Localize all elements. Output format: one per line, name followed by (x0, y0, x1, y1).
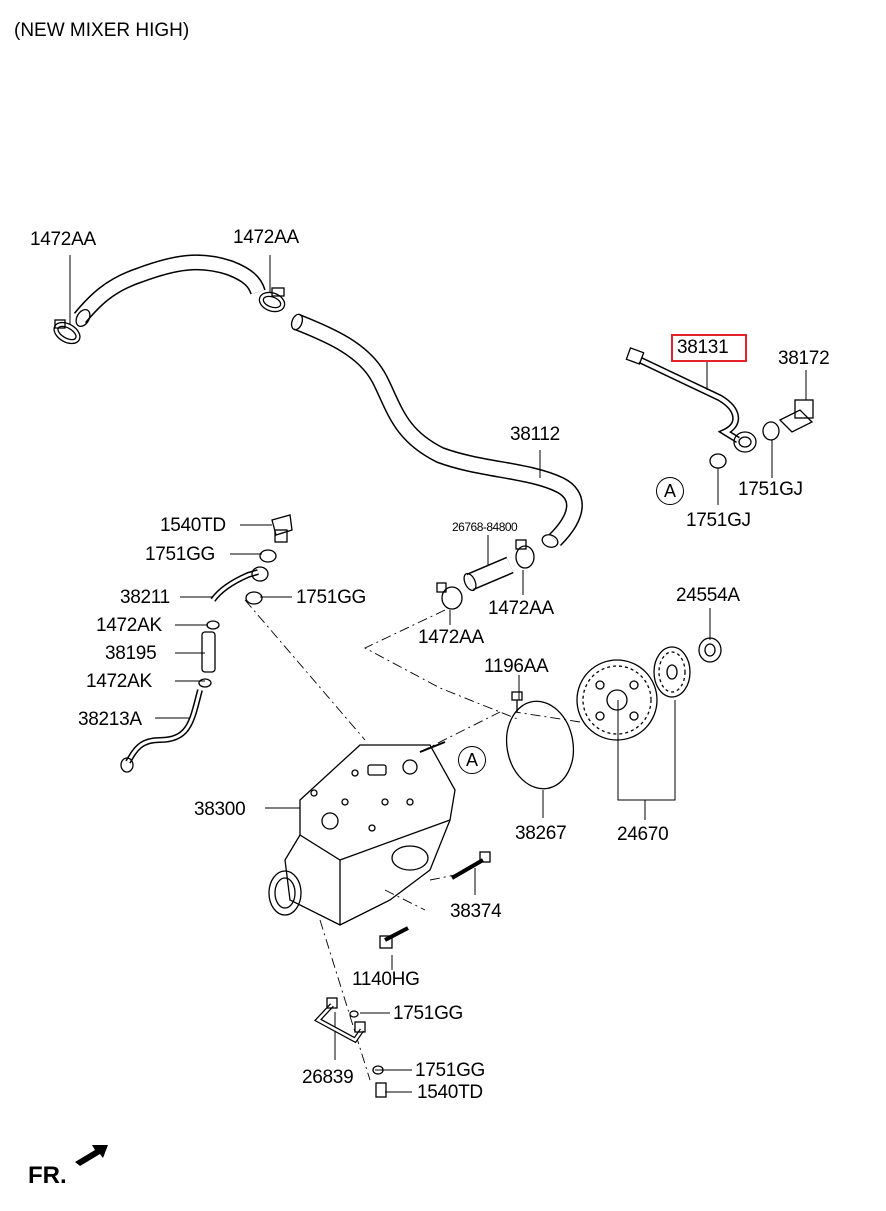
pipe-26839[interactable] (318, 997, 366, 1040)
highlight-box-38131 (671, 334, 747, 362)
bolt-38374[interactable] (452, 851, 491, 878)
gear-24670-small[interactable] (653, 646, 691, 698)
fitting-1540TD-top[interactable] (272, 515, 292, 543)
label-1472AK-a[interactable]: 1472AK (96, 615, 162, 636)
hose-clamp-1472AA-right (258, 287, 286, 313)
pipe-38213A[interactable] (120, 690, 200, 773)
label-38300[interactable]: 38300 (194, 799, 246, 820)
label-1472AK-b[interactable]: 1472AK (86, 671, 152, 692)
label-1540TD-b[interactable]: 1540TD (417, 1082, 483, 1103)
assembly-dashes (245, 600, 580, 1080)
label-1140HG[interactable]: 1140HG (352, 969, 420, 990)
label-1472AA-d[interactable]: 1472AA (418, 627, 484, 648)
label-1196AA[interactable]: 1196AA (484, 656, 549, 677)
label-1751GJ-a[interactable]: 1751GJ (738, 479, 803, 500)
label-1540TD-a[interactable]: 1540TD (160, 515, 226, 536)
leader-lines (70, 255, 806, 1092)
front-direction-label: FR. (28, 1162, 67, 1189)
label-1751GG-d[interactable]: 1751GG (415, 1060, 486, 1081)
label-1751GG-b[interactable]: 1751GG (296, 587, 367, 608)
compressor-38300[interactable] (268, 742, 455, 925)
label-38213A[interactable]: 38213A (78, 709, 142, 730)
label-26839[interactable]: 26839 (302, 1067, 354, 1088)
label-1751GJ-b[interactable]: 1751GJ (686, 510, 751, 531)
label-24670[interactable]: 24670 (617, 824, 669, 845)
pipe-38211[interactable] (213, 566, 269, 600)
hose-38112[interactable] (290, 313, 575, 550)
pipe-38131[interactable] (625, 347, 757, 453)
front-arrow-icon (75, 1145, 108, 1166)
upper-hose-left[interactable] (73, 262, 258, 328)
gasket-1751GG-top (245, 549, 277, 605)
label-38211[interactable]: 38211 (120, 587, 170, 608)
bolt-1196AA[interactable] (511, 691, 523, 712)
label-1472AA-c[interactable]: 1472AA (488, 598, 554, 619)
gasket-1751GG-low (349, 1010, 384, 1075)
hose-clamp-1472AA-mid (515, 539, 535, 569)
label-38267[interactable]: 38267 (515, 823, 567, 844)
reference-marker-a2: A (458, 746, 486, 774)
hose-38195[interactable] (198, 620, 220, 688)
label-26768-84800[interactable]: 26768-84800 (452, 520, 518, 534)
label-1472AA-a[interactable]: 1472AA (30, 229, 96, 250)
gear-24670-large[interactable] (576, 659, 658, 741)
gasket-1751GJ-a (709, 421, 780, 469)
label-1751GG-c[interactable]: 1751GG (393, 1003, 464, 1024)
hose-clamp-1472AA-low (436, 582, 463, 610)
label-38131[interactable]: 38131 (677, 337, 729, 358)
bearing-24554A[interactable] (698, 637, 722, 663)
label-38374[interactable]: 38374 (450, 901, 502, 922)
bolt-1140HG[interactable] (379, 928, 408, 949)
reference-marker-a: A (656, 477, 684, 505)
fitting-38172[interactable] (780, 399, 814, 432)
hose-26768-84800[interactable] (462, 565, 510, 592)
label-1751GG-a[interactable]: 1751GG (145, 544, 216, 565)
label-38195[interactable]: 38195 (105, 643, 157, 664)
label-38172[interactable]: 38172 (778, 348, 830, 369)
page-title: (NEW MIXER HIGH) (14, 20, 190, 41)
fitting-1540TD-low[interactable] (375, 1082, 387, 1098)
o-ring-38267[interactable] (500, 696, 580, 794)
hose-clamp-1472AA-left (53, 319, 81, 345)
label-38112[interactable]: 38112 (510, 424, 560, 445)
label-24554A[interactable]: 24554A (676, 585, 740, 606)
label-1472AA-b[interactable]: 1472AA (233, 227, 299, 248)
